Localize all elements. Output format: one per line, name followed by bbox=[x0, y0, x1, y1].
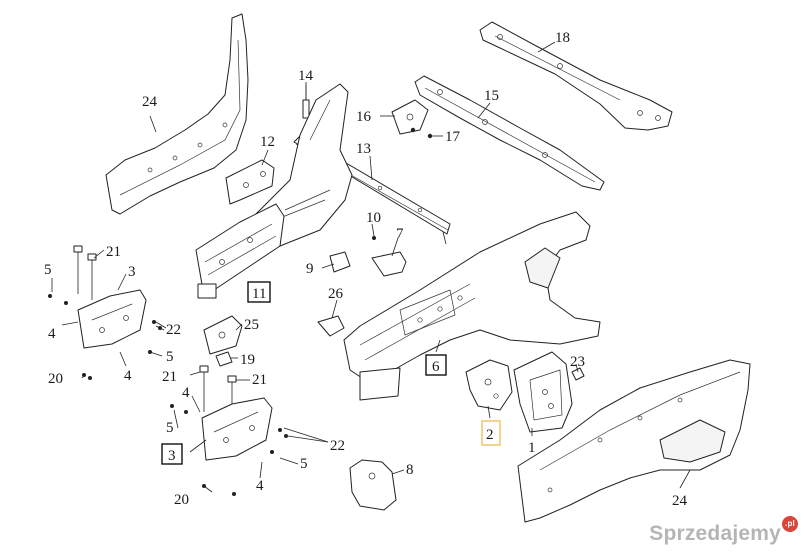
callout-3-lower: 3 bbox=[168, 448, 176, 464]
callout-21-c: 21 bbox=[252, 372, 267, 388]
watermark-badge: .pl bbox=[782, 516, 798, 532]
part-12-bracket bbox=[225, 159, 275, 205]
part-8-bracket bbox=[349, 459, 397, 511]
callout-3-upper: 3 bbox=[128, 264, 136, 280]
callout-15: 15 bbox=[484, 88, 499, 104]
callout-24-upper: 24 bbox=[142, 94, 158, 110]
part-1-bracket bbox=[513, 351, 573, 433]
callout-18: 18 bbox=[555, 30, 570, 46]
part-11-frame-rail bbox=[195, 203, 285, 299]
callout-11-box bbox=[247, 281, 271, 303]
callout-2-box bbox=[481, 420, 501, 446]
callout-21-a: 21 bbox=[106, 244, 121, 260]
callout-3-lower-box bbox=[161, 443, 183, 465]
callout-20-b: 20 bbox=[174, 492, 189, 508]
callout-16: 16 bbox=[356, 109, 372, 125]
part-2-bracket bbox=[465, 359, 513, 411]
callout-6-box bbox=[425, 354, 447, 376]
callout-1: 1 bbox=[528, 440, 536, 456]
watermark-text: Sprzedajemy bbox=[649, 522, 781, 545]
callout-12: 12 bbox=[260, 134, 275, 150]
part-10-rivet bbox=[372, 236, 376, 240]
part-25-bracket bbox=[203, 315, 243, 355]
callout-13: 13 bbox=[356, 141, 371, 157]
callout-23: 23 bbox=[570, 354, 585, 370]
callout-2: 2 bbox=[486, 427, 494, 443]
callout-22-b: 22 bbox=[330, 438, 345, 454]
callout-17: 17 bbox=[445, 129, 461, 145]
callout-labels: 18 15 16 17 13 14 12 10 7 9 26 24 21 3 5… bbox=[44, 30, 688, 509]
callout-6: 6 bbox=[432, 359, 440, 375]
callout-5-d: 5 bbox=[300, 456, 308, 472]
part-9-clip bbox=[329, 251, 351, 273]
part-3-mount-upper bbox=[48, 245, 162, 380]
callout-22-a: 22 bbox=[166, 322, 181, 338]
part-26-bracket bbox=[317, 315, 345, 337]
callout-5-b: 5 bbox=[166, 349, 174, 365]
callout-4-c: 4 bbox=[182, 385, 190, 401]
callout-24-lower: 24 bbox=[672, 493, 688, 509]
callout-4-d: 4 bbox=[256, 478, 264, 494]
part-19-clip bbox=[215, 351, 233, 367]
callout-26: 26 bbox=[328, 286, 344, 302]
callout-11: 11 bbox=[252, 286, 266, 302]
callout-7: 7 bbox=[396, 226, 404, 242]
leader-lines bbox=[51, 41, 691, 493]
part-24-inner-panel-upper bbox=[105, 13, 249, 215]
watermark: Sprzedajemy.pl bbox=[649, 516, 798, 546]
part-18-crossmember bbox=[479, 21, 673, 131]
callout-8: 8 bbox=[406, 462, 414, 478]
callout-20-a: 20 bbox=[48, 371, 63, 387]
callout-14: 14 bbox=[298, 68, 314, 84]
part-fender-apron bbox=[343, 211, 601, 401]
callout-25: 25 bbox=[244, 317, 259, 333]
callout-19: 19 bbox=[240, 352, 255, 368]
part-24-inner-panel-lower bbox=[517, 359, 751, 523]
callout-21-b: 21 bbox=[162, 369, 177, 385]
callout-10: 10 bbox=[366, 210, 381, 226]
callout-5-a: 5 bbox=[44, 262, 52, 278]
part-16-bracket bbox=[391, 99, 433, 139]
part-15-crossmember bbox=[414, 75, 605, 191]
callout-4-b: 4 bbox=[124, 368, 132, 384]
callout-5-c: 5 bbox=[166, 420, 174, 436]
part-7-bracket bbox=[371, 251, 407, 277]
part-3-mount-lower bbox=[170, 365, 288, 496]
callout-9: 9 bbox=[306, 261, 314, 277]
callout-4-a: 4 bbox=[48, 326, 56, 342]
